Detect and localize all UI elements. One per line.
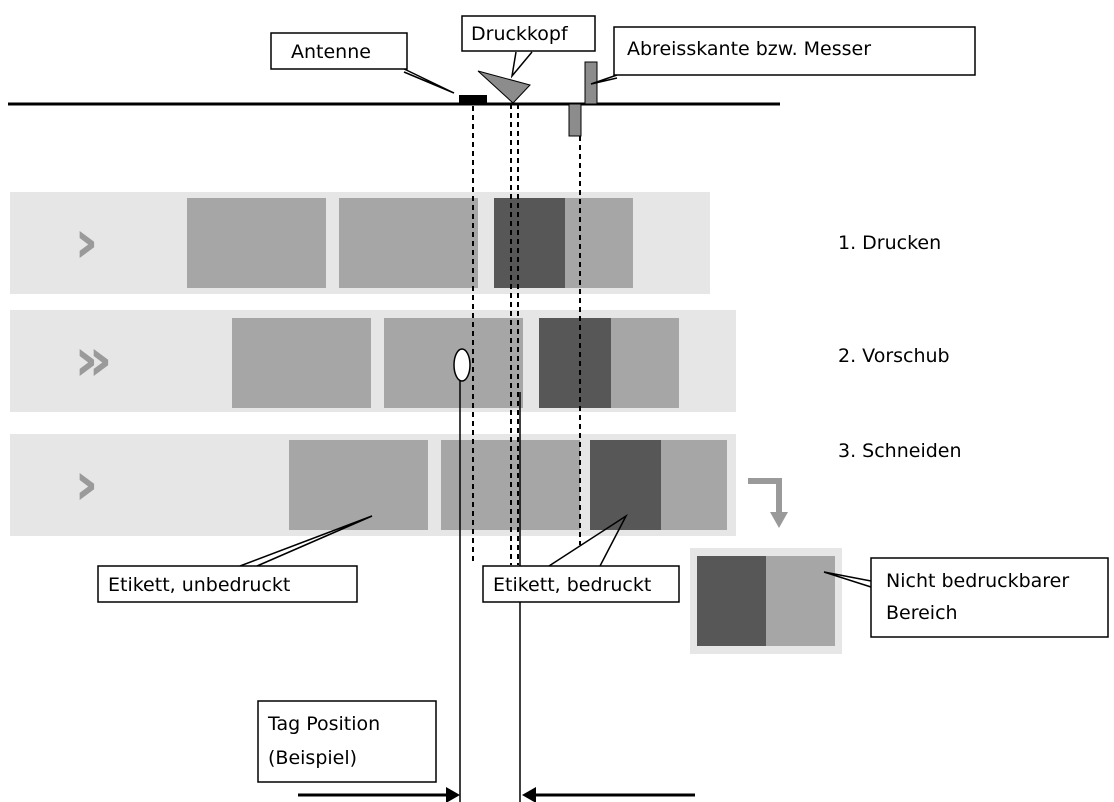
svg-text:Antenne: Antenne [291,41,371,63]
printhead-icon [477,70,531,104]
cut-down-arrow-icon [748,478,788,528]
label-unprinted [339,198,478,288]
step-2-band: » [10,310,736,412]
step-1-label: 1. Drucken [838,232,941,254]
svg-text:Etikett, bedruckt: Etikett, bedruckt [493,574,651,596]
callout-printhead: Druckkopf [461,15,596,52]
step-1-band: › [10,192,710,294]
tag-position-arrows [298,787,695,802]
step-3-band: › [10,434,736,536]
step-3-arrow-icon: › [74,449,99,519]
label-printed-area [697,556,766,646]
label-nonprintable-area [766,556,835,646]
callout-antenna: Antenne [270,32,408,70]
label-unprinted [232,318,371,408]
rfid-tag-icon [453,348,471,382]
label-printed-area [494,198,565,288]
svg-text:Abreisskante bzw. Messer: Abreisskante bzw. Messer [627,38,871,60]
callout-non-printable: Nicht bedruckbarer Bereich [870,557,1109,638]
label-unprinted [289,440,428,530]
svg-text:Etikett, unbedruckt: Etikett, unbedruckt [108,574,290,596]
guide-lines [472,104,581,565]
callout-tear-edge: Abreisskante bzw. Messer [613,26,976,76]
callout-label-printed: Etikett, bedruckt [482,565,680,603]
callout-label-unprinted: Etikett, unbedruckt [97,565,358,603]
antenna-icon [459,95,487,105]
step-2-label: 2. Vorschub [838,345,950,367]
label-printed-area [590,440,661,530]
label-nonprintable-area [565,198,633,288]
step-3-label: 3. Schneiden [838,440,962,462]
tear-edge-knife-icon [568,61,598,137]
svg-text:Nicht bedruckbarer: Nicht bedruckbarer [886,570,1069,592]
svg-text:Bereich: Bereich [886,602,958,624]
svg-text:(Beispiel): (Beispiel) [268,747,357,769]
svg-text:Druckkopf: Druckkopf [471,23,569,45]
step-1-arrow-icon: › [74,207,99,277]
label-nonprintable-area [661,440,727,530]
label-nonprintable-area [611,318,679,408]
label-printed-area [539,318,611,408]
svg-text:Tag Position: Tag Position [267,713,380,735]
callout-tag-position: Tag Position (Beispiel) [257,700,437,783]
label-unprinted [187,198,326,288]
cut-label [690,548,842,654]
step-2-arrow-icon: » [74,325,113,395]
callout-leaders [239,51,872,588]
